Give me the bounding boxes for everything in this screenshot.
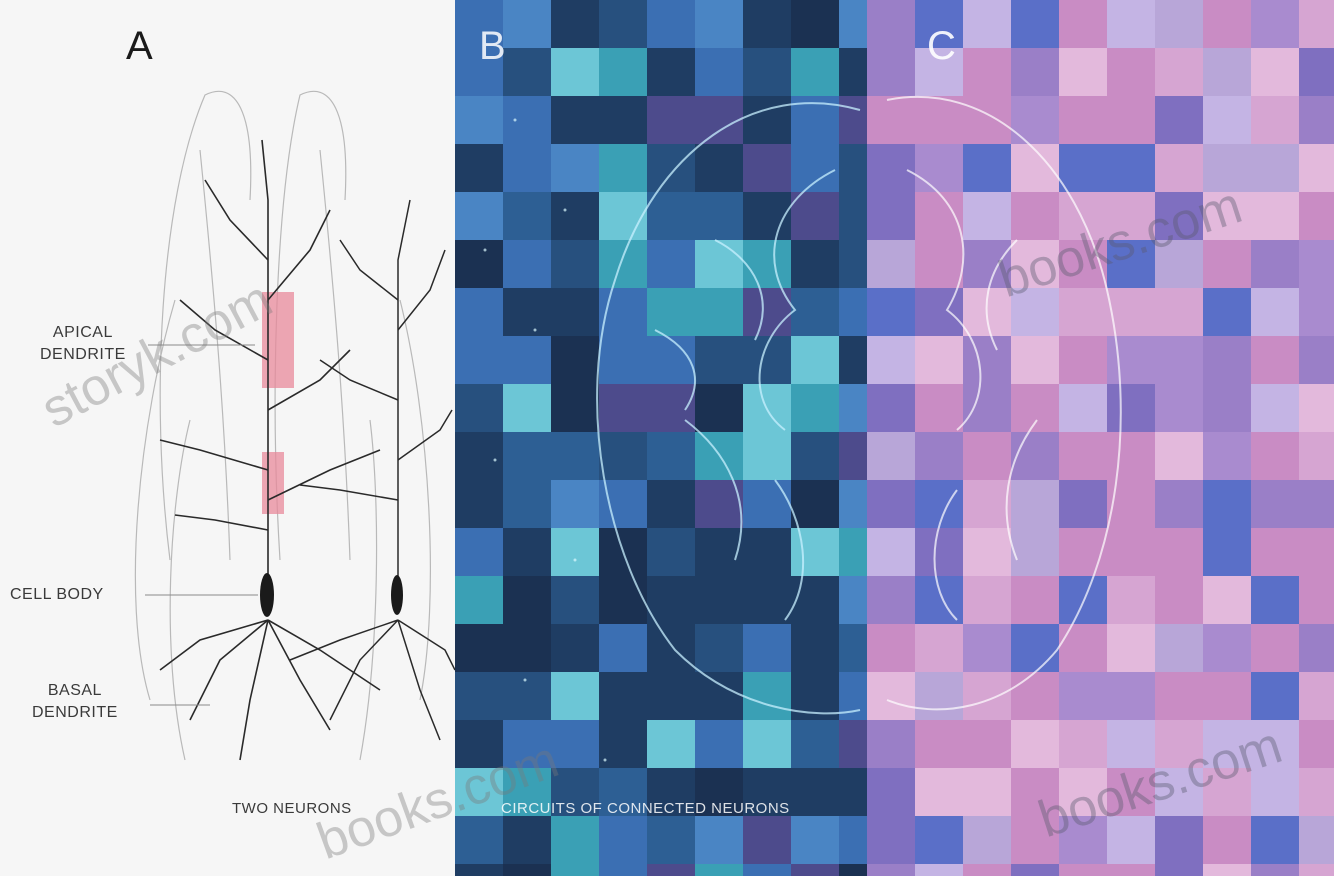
cell-body-right	[391, 575, 403, 615]
basal-label-line2: DENDRITE	[32, 702, 118, 724]
neuron-left	[160, 140, 380, 760]
cell-body-label: CELL BODY	[10, 584, 104, 606]
basal-label-line1: BASAL	[32, 680, 118, 702]
neuron-drawing	[0, 0, 455, 876]
panel-letter-c: C	[927, 24, 956, 69]
apical-highlight-lower	[262, 452, 284, 514]
panel-letter-b: B	[479, 24, 506, 69]
panel-letter-a: A	[126, 24, 153, 69]
cell-body-left	[260, 573, 274, 617]
panel-a-two-neurons: A APICAL DENDRITE CELL BODY BASAL DENDRI…	[0, 0, 455, 876]
basal-dendrite-label: BASAL DENDRITE	[32, 680, 118, 724]
apical-label-line1: APICAL	[40, 322, 126, 344]
panel-b-caption: CIRCUITS OF CONNECTED NEURONS	[501, 800, 790, 817]
faint-dendrite-outlines	[135, 91, 430, 760]
